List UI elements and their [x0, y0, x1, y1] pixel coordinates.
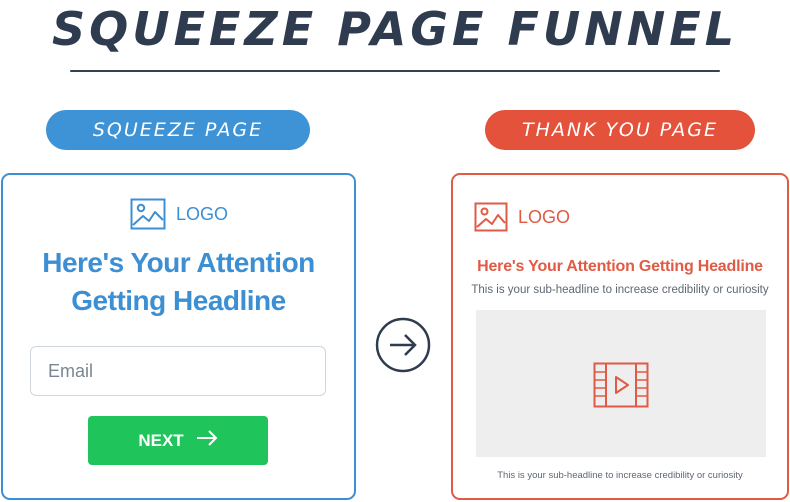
logo-text: LOGO — [518, 206, 571, 227]
headline-line-1: Here's Your Attention — [42, 247, 315, 278]
squeeze-page-label: SQUEEZE PAGE — [46, 110, 310, 150]
thank-you-subheadline-bottom: This is your sub-headline to increase cr… — [497, 470, 743, 481]
film-play-icon — [593, 362, 649, 413]
thank-you-headline: Here's Your Attention Getting Headline — [477, 258, 763, 275]
next-button[interactable]: NEXT — [88, 416, 268, 465]
image-icon — [130, 198, 166, 230]
email-placeholder: Email — [48, 360, 94, 381]
email-field[interactable]: Email — [30, 346, 326, 396]
page-title: SQUEEZE PAGE FUNNEL — [51, 2, 739, 56]
image-icon — [474, 202, 508, 232]
title-underline — [70, 70, 720, 72]
circle-arrow-right-icon — [375, 317, 431, 373]
thank-you-page-label: THANK YOU PAGE — [485, 110, 755, 150]
squeeze-headline: Here's Your Attention Getting Headline — [1, 244, 356, 320]
squeeze-logo: LOGO — [130, 198, 228, 230]
thank-you-logo: LOGO — [474, 202, 570, 232]
logo-text: LOGO — [176, 203, 229, 224]
thank-you-subheadline: This is your sub-headline to increase cr… — [471, 284, 769, 296]
arrow-right-icon — [196, 430, 218, 451]
video-placeholder[interactable] — [476, 310, 766, 457]
headline-line-2: Getting Headline — [71, 285, 286, 316]
next-label: NEXT — [138, 430, 184, 450]
